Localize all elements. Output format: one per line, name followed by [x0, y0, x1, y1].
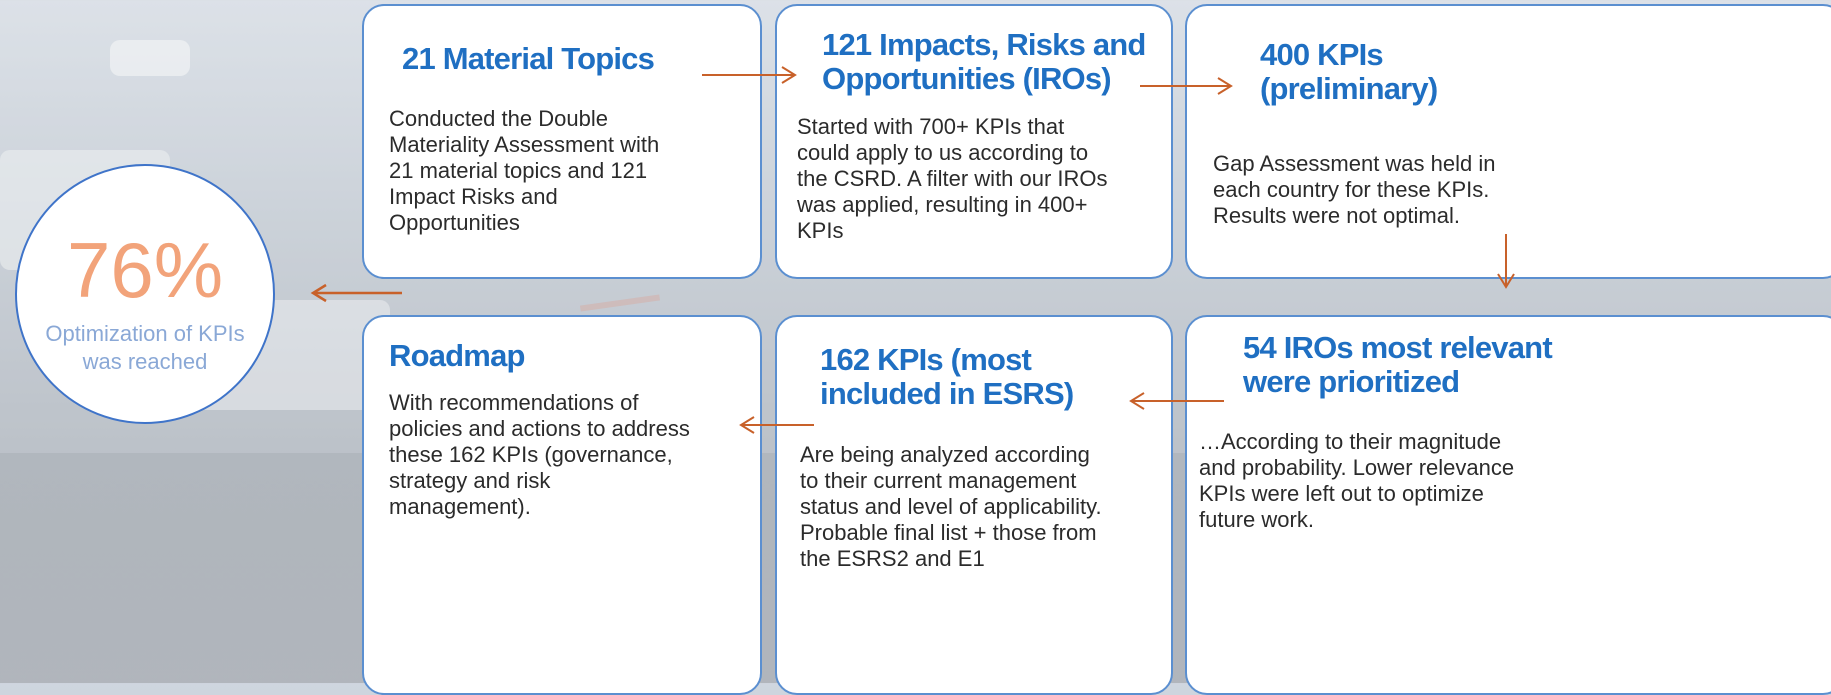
arrow-right-icon [702, 66, 797, 84]
step-card-162-kpis: 162 KPIs (most included in ESRS) Are bei… [775, 315, 1173, 695]
step-card-iros: 121 Impacts, Risks and Opportunities (IR… [775, 4, 1173, 279]
step-title-line: Opportunities (IROs) [822, 61, 1112, 96]
step-text-line: these 162 KPIs (governance, [389, 442, 673, 467]
step-title-line: 162 KPIs (most [820, 342, 1032, 377]
step-text-line: Probable final list + those from [800, 520, 1097, 545]
background-vehicle [110, 40, 190, 76]
step-text-line: to their current management [800, 468, 1077, 493]
arrow-left-icon [1129, 392, 1224, 410]
step-text-line: 21 material topics and 121 [389, 158, 648, 183]
step-text-line: …According to their magnitude [1199, 429, 1502, 454]
step-title-line: 400 KPIs [1260, 37, 1384, 72]
step-card-roadmap: Roadmap With recommendations of policies… [362, 315, 762, 695]
step-text-line: KPIs were left out to optimize [1199, 481, 1484, 506]
step-text-line: the CSRD. A filter with our IROs [797, 166, 1108, 191]
step-text-line: KPIs [797, 218, 844, 243]
step-text-line: and probability. Lower relevance [1199, 455, 1515, 480]
arrow-right-icon [1140, 77, 1233, 95]
step-card-400-kpis: 400 KPIs (preliminary) Gap Assessment wa… [1185, 4, 1831, 279]
step-text-line: was applied, resulting in 400+ [797, 192, 1088, 217]
step-text-line: each country for these KPIs. [1213, 177, 1490, 202]
result-circle: 76% Optimization of KPIs was reached [15, 164, 275, 424]
arrow-down-icon [1497, 234, 1515, 289]
step-text-line: Opportunities [389, 210, 520, 235]
step-title-line: 121 Impacts, Risks and [822, 27, 1146, 62]
step-text-line: management). [389, 494, 531, 519]
step-title: 21 Material Topics [402, 41, 655, 76]
step-text-line: strategy and risk [389, 468, 551, 493]
step-text-line: Results were not optimal. [1213, 203, 1460, 228]
result-caption-line: Optimization of KPIs [45, 321, 245, 346]
step-title-line: were prioritized [1243, 364, 1460, 399]
step-title-line: 54 IROs most relevant [1243, 330, 1553, 365]
step-text-line: Materiality Assessment with [389, 132, 660, 157]
result-value: 76% [66, 226, 224, 314]
arrow-left-icon [739, 416, 814, 434]
step-text-line: future work. [1199, 507, 1314, 532]
step-text-line: Are being analyzed according [800, 442, 1090, 467]
step-title-line: (preliminary) [1260, 71, 1438, 106]
step-text-line: the ESRS2 and E1 [800, 546, 985, 571]
step-card-material-topics: 21 Material Topics Conducted the Double … [362, 4, 762, 279]
result-caption: Optimization of KPIs was reached [17, 320, 273, 376]
step-text-line: Impact Risks and [389, 184, 558, 209]
step-text-line: Gap Assessment was held in [1213, 151, 1496, 176]
step-title-line: included in ESRS) [820, 376, 1074, 411]
step-card-54-iros: 54 IROs most relevant were prioritized …… [1185, 315, 1831, 695]
step-text-line: policies and actions to address [389, 416, 690, 441]
step-title: Roadmap [389, 338, 525, 373]
step-text-line: Conducted the Double [389, 106, 608, 131]
step-text-line: With recommendations of [389, 390, 639, 415]
step-text-line: Started with 700+ KPIs that [797, 114, 1065, 139]
arrow-left-icon [310, 283, 402, 303]
step-text-line: status and level of applicability. [800, 494, 1102, 519]
result-caption-line: was reached [82, 349, 208, 374]
step-text-line: could apply to us according to [797, 140, 1089, 165]
